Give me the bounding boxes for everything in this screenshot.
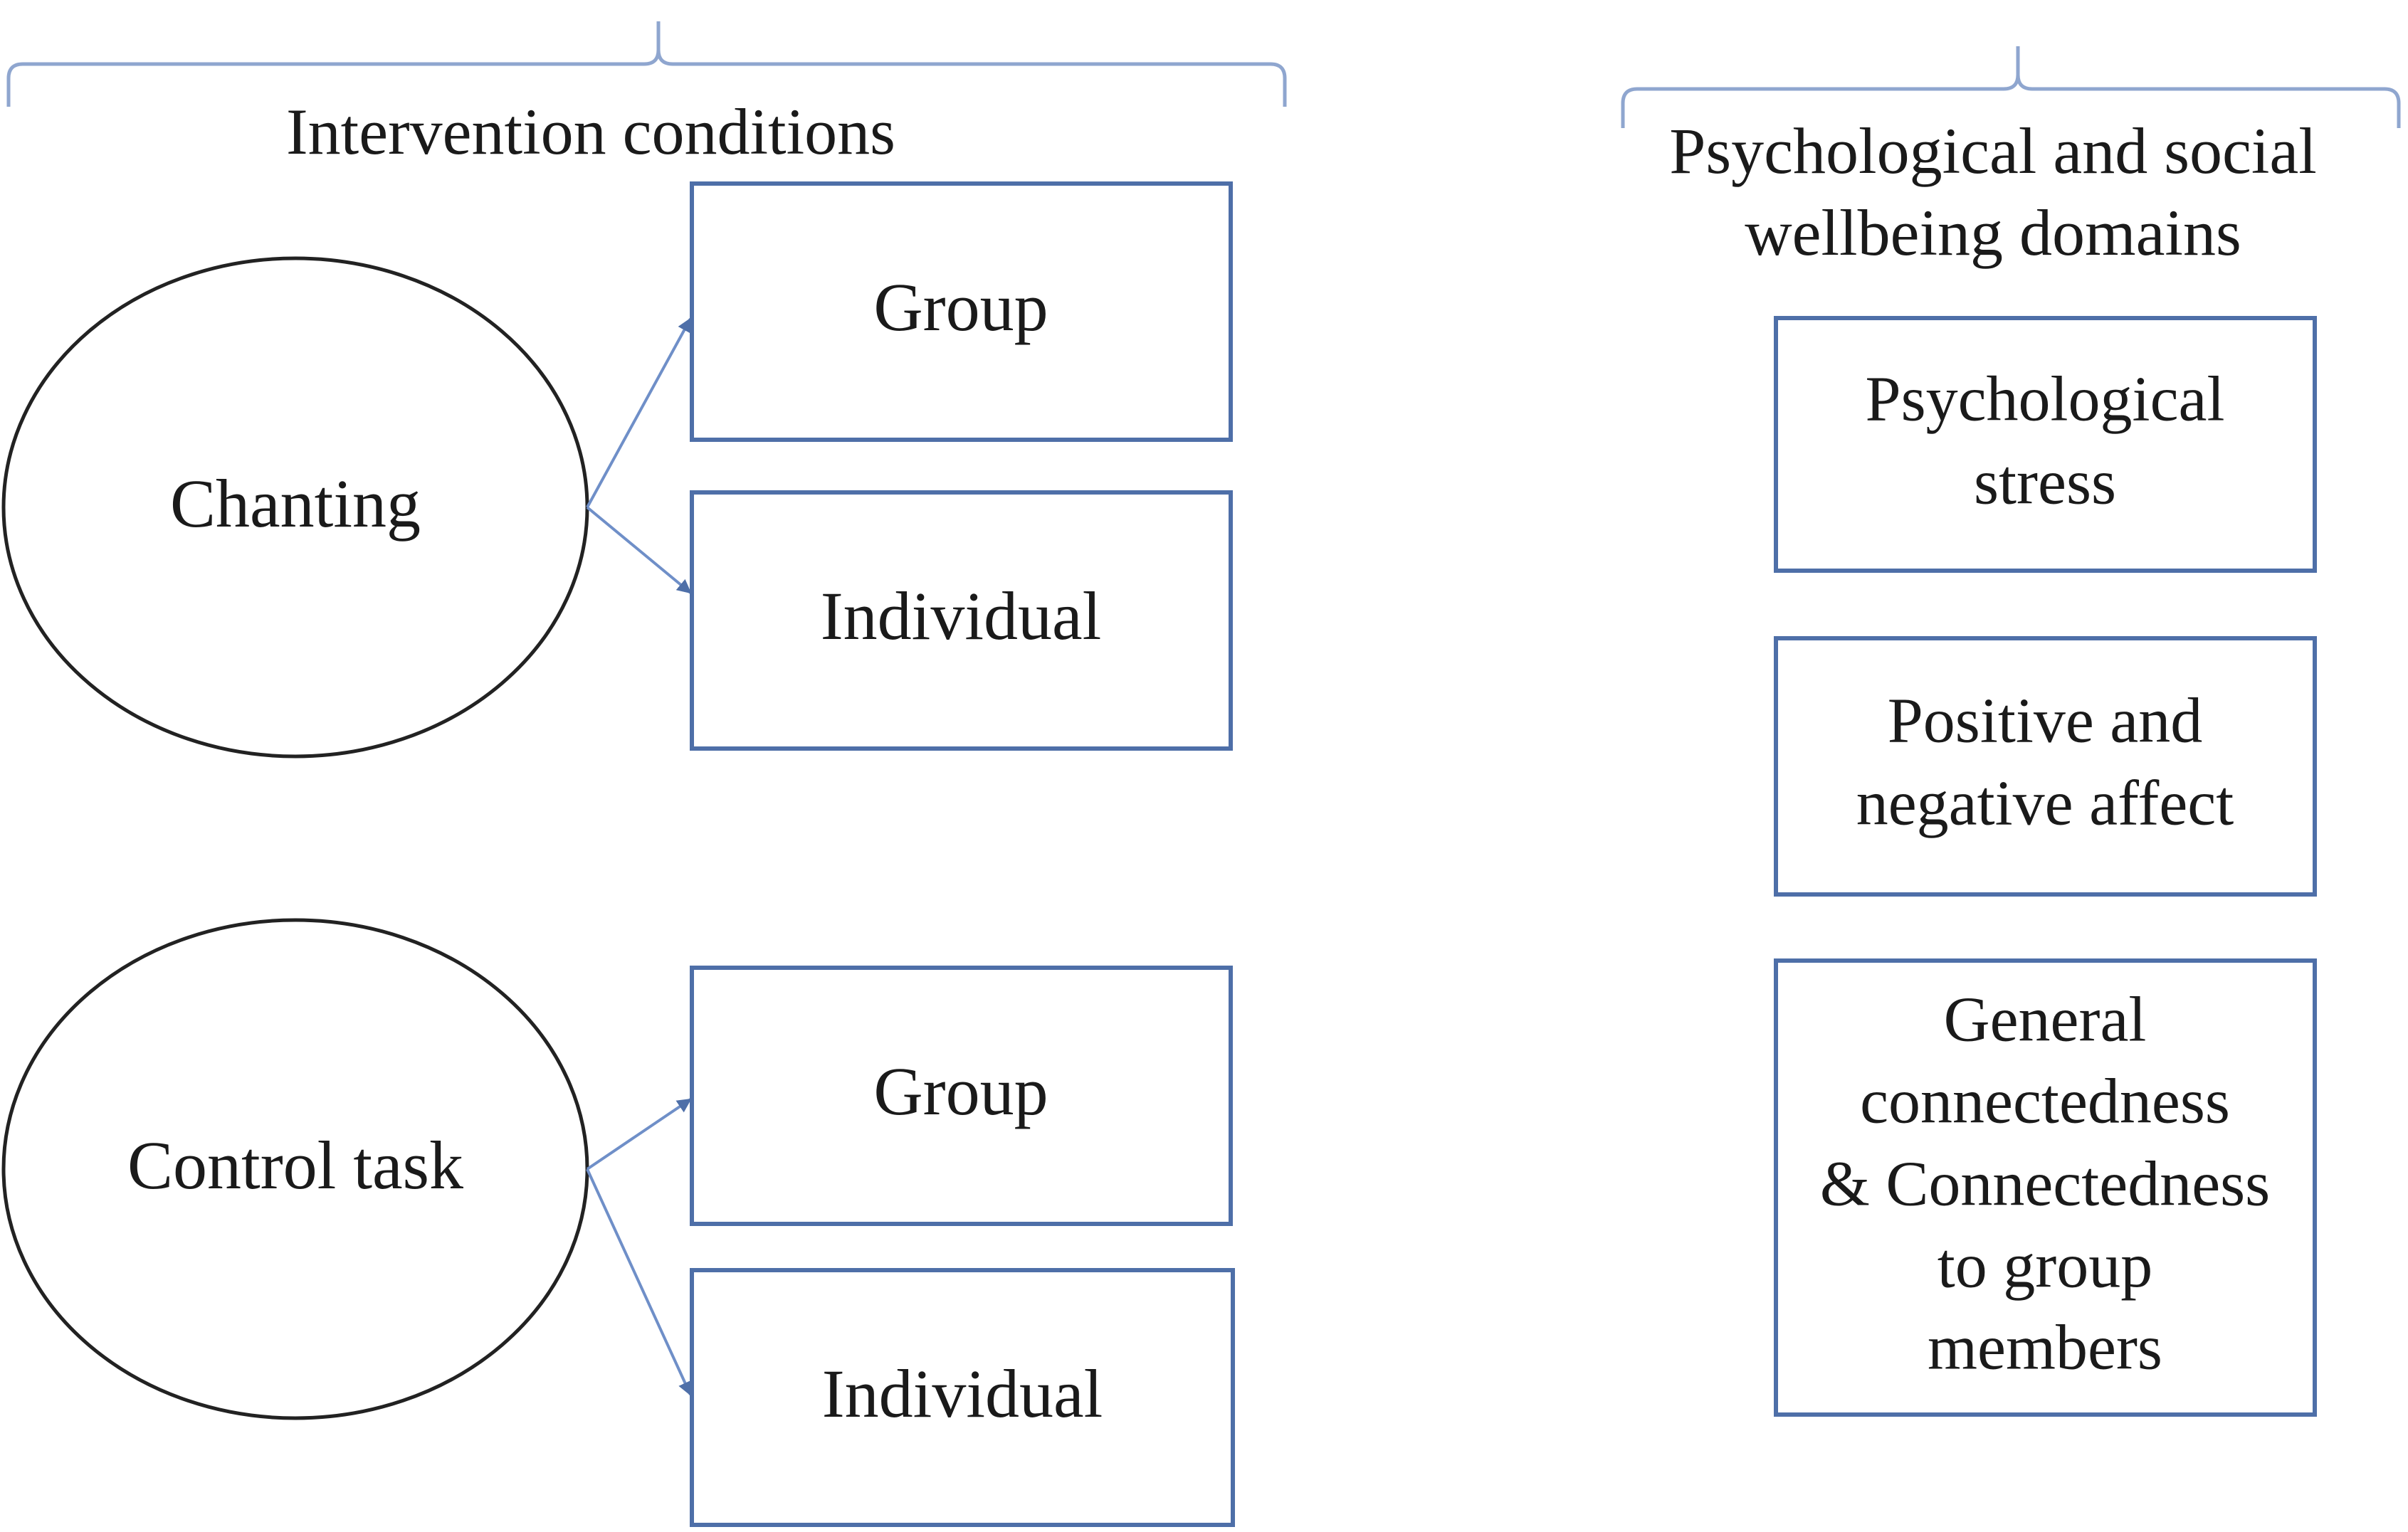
- branch-label-individual: Individual: [821, 578, 1102, 654]
- domain-box: [1774, 316, 2317, 573]
- condition-label: Control task: [127, 1127, 463, 1203]
- domain-label-line: members: [1928, 1313, 2162, 1383]
- intervention-bracket: [6, 21, 1287, 107]
- domain-label-line: connectedness: [1860, 1067, 2230, 1137]
- domain-box: [1774, 958, 2317, 1417]
- branch-label-group: Group: [873, 269, 1048, 345]
- domain-label-line: negative affect: [1856, 768, 2234, 839]
- arrow-control-group: [586, 1098, 692, 1171]
- domain-label-line: Positive and: [1888, 686, 2203, 756]
- branch-label-individual: Individual: [822, 1356, 1103, 1432]
- branch-box-individual: [690, 490, 1233, 751]
- arrow-chanting-group: [586, 317, 692, 508]
- domain-label-line: & Connectedness: [1820, 1149, 2270, 1220]
- domain-label-line: stress: [1974, 448, 2116, 518]
- branch-box-group: [690, 181, 1233, 442]
- branch-label-group: Group: [873, 1053, 1048, 1129]
- domain-psychological-stress: Psychological stress: [1774, 316, 2317, 573]
- branch-box-group: [690, 966, 1233, 1226]
- condition-chanting: Chanting Group Individual: [1, 181, 1233, 759]
- domains-heading-line-2: wellbeing domains: [1745, 196, 2241, 269]
- branch-box-individual: [690, 1268, 1235, 1527]
- domain-label-line: General: [1944, 985, 2147, 1055]
- domain-label-line: Psychological: [1866, 364, 2225, 435]
- intervention-heading: Intervention conditions: [286, 95, 895, 168]
- domain-box: [1774, 636, 2317, 897]
- arrow-chanting-individual: [586, 506, 692, 594]
- condition-label: Chanting: [170, 465, 421, 542]
- domains-bracket: [1621, 46, 2401, 128]
- arrow-control-individual: [586, 1168, 692, 1396]
- domain-connectedness: General connectedness & Connectedness to…: [1774, 958, 2317, 1417]
- domain-affect: Positive and negative affect: [1774, 636, 2317, 897]
- domains-heading-line-1: Psychological and social: [1669, 115, 2317, 187]
- condition-control-task: Control task Group Individual: [1, 918, 1235, 1527]
- domain-label-line: to group: [1938, 1231, 2152, 1301]
